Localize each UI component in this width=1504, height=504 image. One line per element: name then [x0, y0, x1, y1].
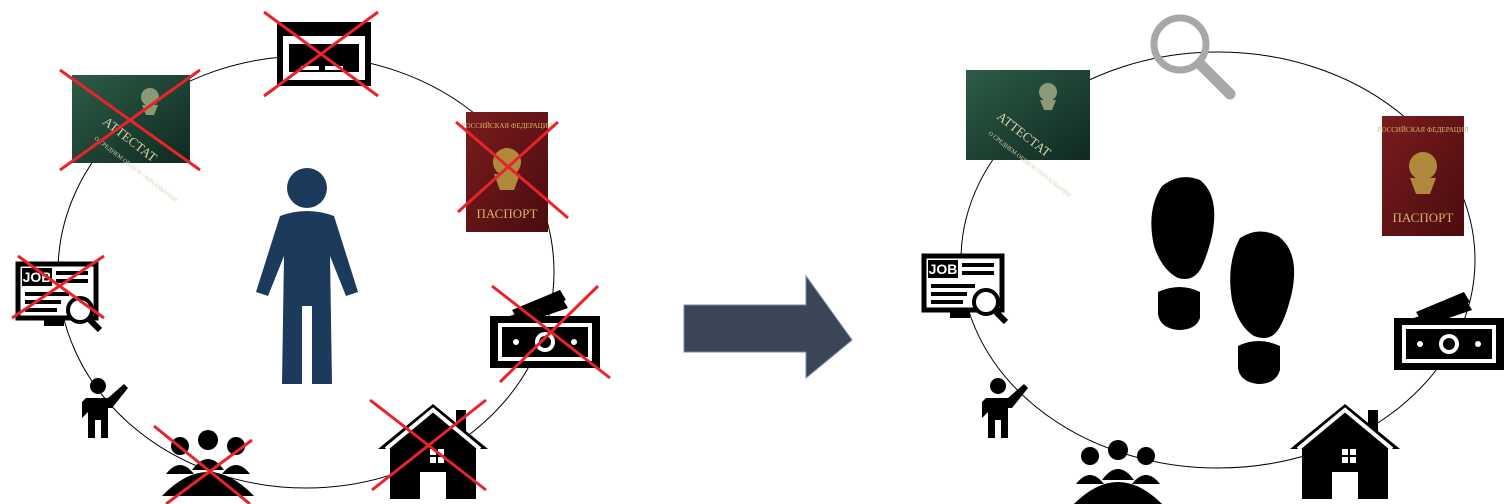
certificate-icon: АТТЕСТАТ О СРЕДНЕМ ОБЩЕМ ОБРАЗОВАНИИ [966, 70, 1090, 199]
certificate-icon: АТТЕСТАТ О СРЕДНЕМ ОБЩЕМ ОБРАЗОВАНИИ [72, 75, 190, 204]
money-icon [1394, 292, 1504, 370]
teacher-icon [982, 378, 1028, 438]
arrow-icon [684, 276, 852, 378]
right-panel: АТТЕСТАТ О СРЕДНЕМ ОБЩЕМ ОБРАЗОВАНИИ РОС… [924, 18, 1504, 504]
left-panel: АТТЕСТАТ О СРЕДНЕМ ОБЩЕМ ОБРАЗОВАНИИ РОС… [12, 12, 610, 504]
person-icon [256, 168, 358, 384]
house-icon [1290, 404, 1400, 499]
job-search-icon: JOB [924, 256, 1006, 322]
passport-title: ПАСПОРТ [477, 206, 538, 221]
passport-icon: РОССИЙСКАЯ ФЕДЕРАЦИЯ ПАСПОРТ [461, 112, 552, 232]
teacher-icon [82, 378, 128, 438]
job-search-icon: JOB [18, 264, 100, 330]
passport-country: РОССИЙСКАЯ ФЕДЕРАЦИЯ [461, 122, 552, 130]
job-label: JOB [929, 261, 958, 277]
footprints-icon [1151, 177, 1294, 384]
passport-title: ПАСПОРТ [1393, 210, 1454, 225]
passport-icon: РОССИЙСКАЯ ФЕДЕРАЦИЯ ПАСПОРТ [1377, 116, 1468, 236]
passport-country: РОССИЙСКАЯ ФЕДЕРАЦИЯ [1377, 126, 1468, 134]
people-icon [162, 430, 254, 496]
people-icon [1072, 440, 1164, 504]
